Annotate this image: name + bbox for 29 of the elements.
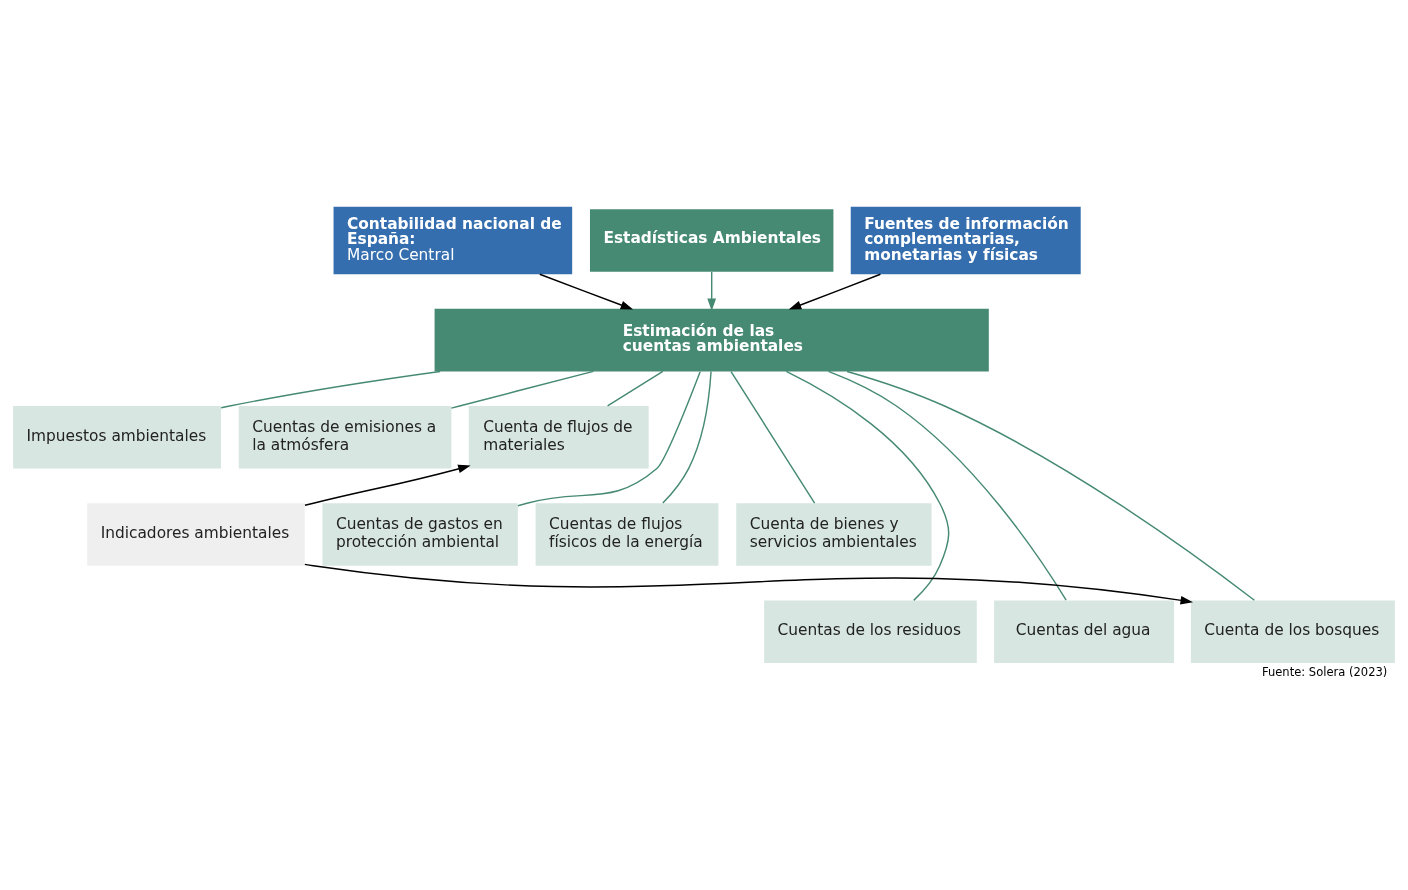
connector [662, 370, 712, 504]
caption: Fuente: Solera (2023) [1261, 665, 1388, 680]
connector [730, 370, 816, 504]
node-box: Fuentes de información complementarias, monetarias y físicas [850, 206, 1081, 275]
node-box: Cuenta de bienes y servicios ambientales [736, 503, 932, 566]
node-box: Estadísticas Ambientales [590, 209, 834, 272]
connector [606, 370, 664, 407]
node-box: Cuentas de flujos físicos de la energía [535, 503, 719, 566]
arrow [304, 464, 471, 506]
connector [517, 370, 701, 507]
node-box: Cuentas de los residuos [764, 600, 977, 663]
connector [785, 370, 950, 602]
node-box: Contabilidad nacional de España: Marco Central [333, 206, 573, 275]
node-box: Indicadores ambientales [87, 503, 305, 566]
node-box: Cuenta de los bosques [1190, 600, 1395, 663]
arrow [788, 273, 882, 310]
connector [846, 370, 1256, 601]
node-box: Impuestos ambientales [13, 406, 221, 469]
node-box: Cuentas de emisiones a la atmósfera [238, 406, 452, 469]
connector [450, 370, 595, 409]
node-box: Cuentas del agua [994, 600, 1175, 663]
node-box: Estimación de las cuentas ambientales [434, 308, 989, 372]
node-box: Cuenta de flujos de materiales [468, 406, 649, 469]
node-box: Cuentas de gastos en protección ambiental [322, 503, 518, 566]
arrow [707, 271, 717, 311]
arrow [539, 273, 634, 310]
connector [220, 370, 441, 409]
connector [827, 370, 1067, 601]
arrow [304, 563, 1194, 605]
